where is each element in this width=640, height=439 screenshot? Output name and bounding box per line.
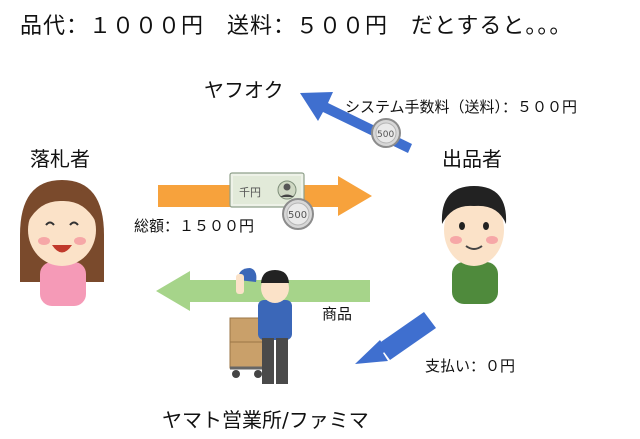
coin-icon: 500 [282,198,314,230]
fee-label: システム手数料（送料）：５００円 [345,98,578,116]
payment-label: 支払い：０円 [425,357,516,375]
coin-icon: 500 [371,118,401,148]
bill-mark: 千円 [239,186,261,199]
zero-payment-arrow [355,320,430,364]
page-title: 品代：１０００円 送料：５００円 だとすると。。。 [20,14,573,39]
yafuoku-label: ヤフオク [204,78,284,102]
courier-illustration [229,268,292,384]
coin-label: 500 [288,210,307,221]
bill-icon: 千円 [229,172,305,208]
goods-label: 商品 [322,305,353,323]
buyer-label: 落札者 [30,147,90,171]
seller-illustration [441,186,507,304]
buyer-illustration [20,180,104,306]
seller-label: 出品者 [442,147,502,171]
total-label: 総額：１５００円 [134,217,255,235]
coin-label: 500 [377,130,394,140]
office-label: ヤマト営業所/ファミマ [162,408,369,432]
